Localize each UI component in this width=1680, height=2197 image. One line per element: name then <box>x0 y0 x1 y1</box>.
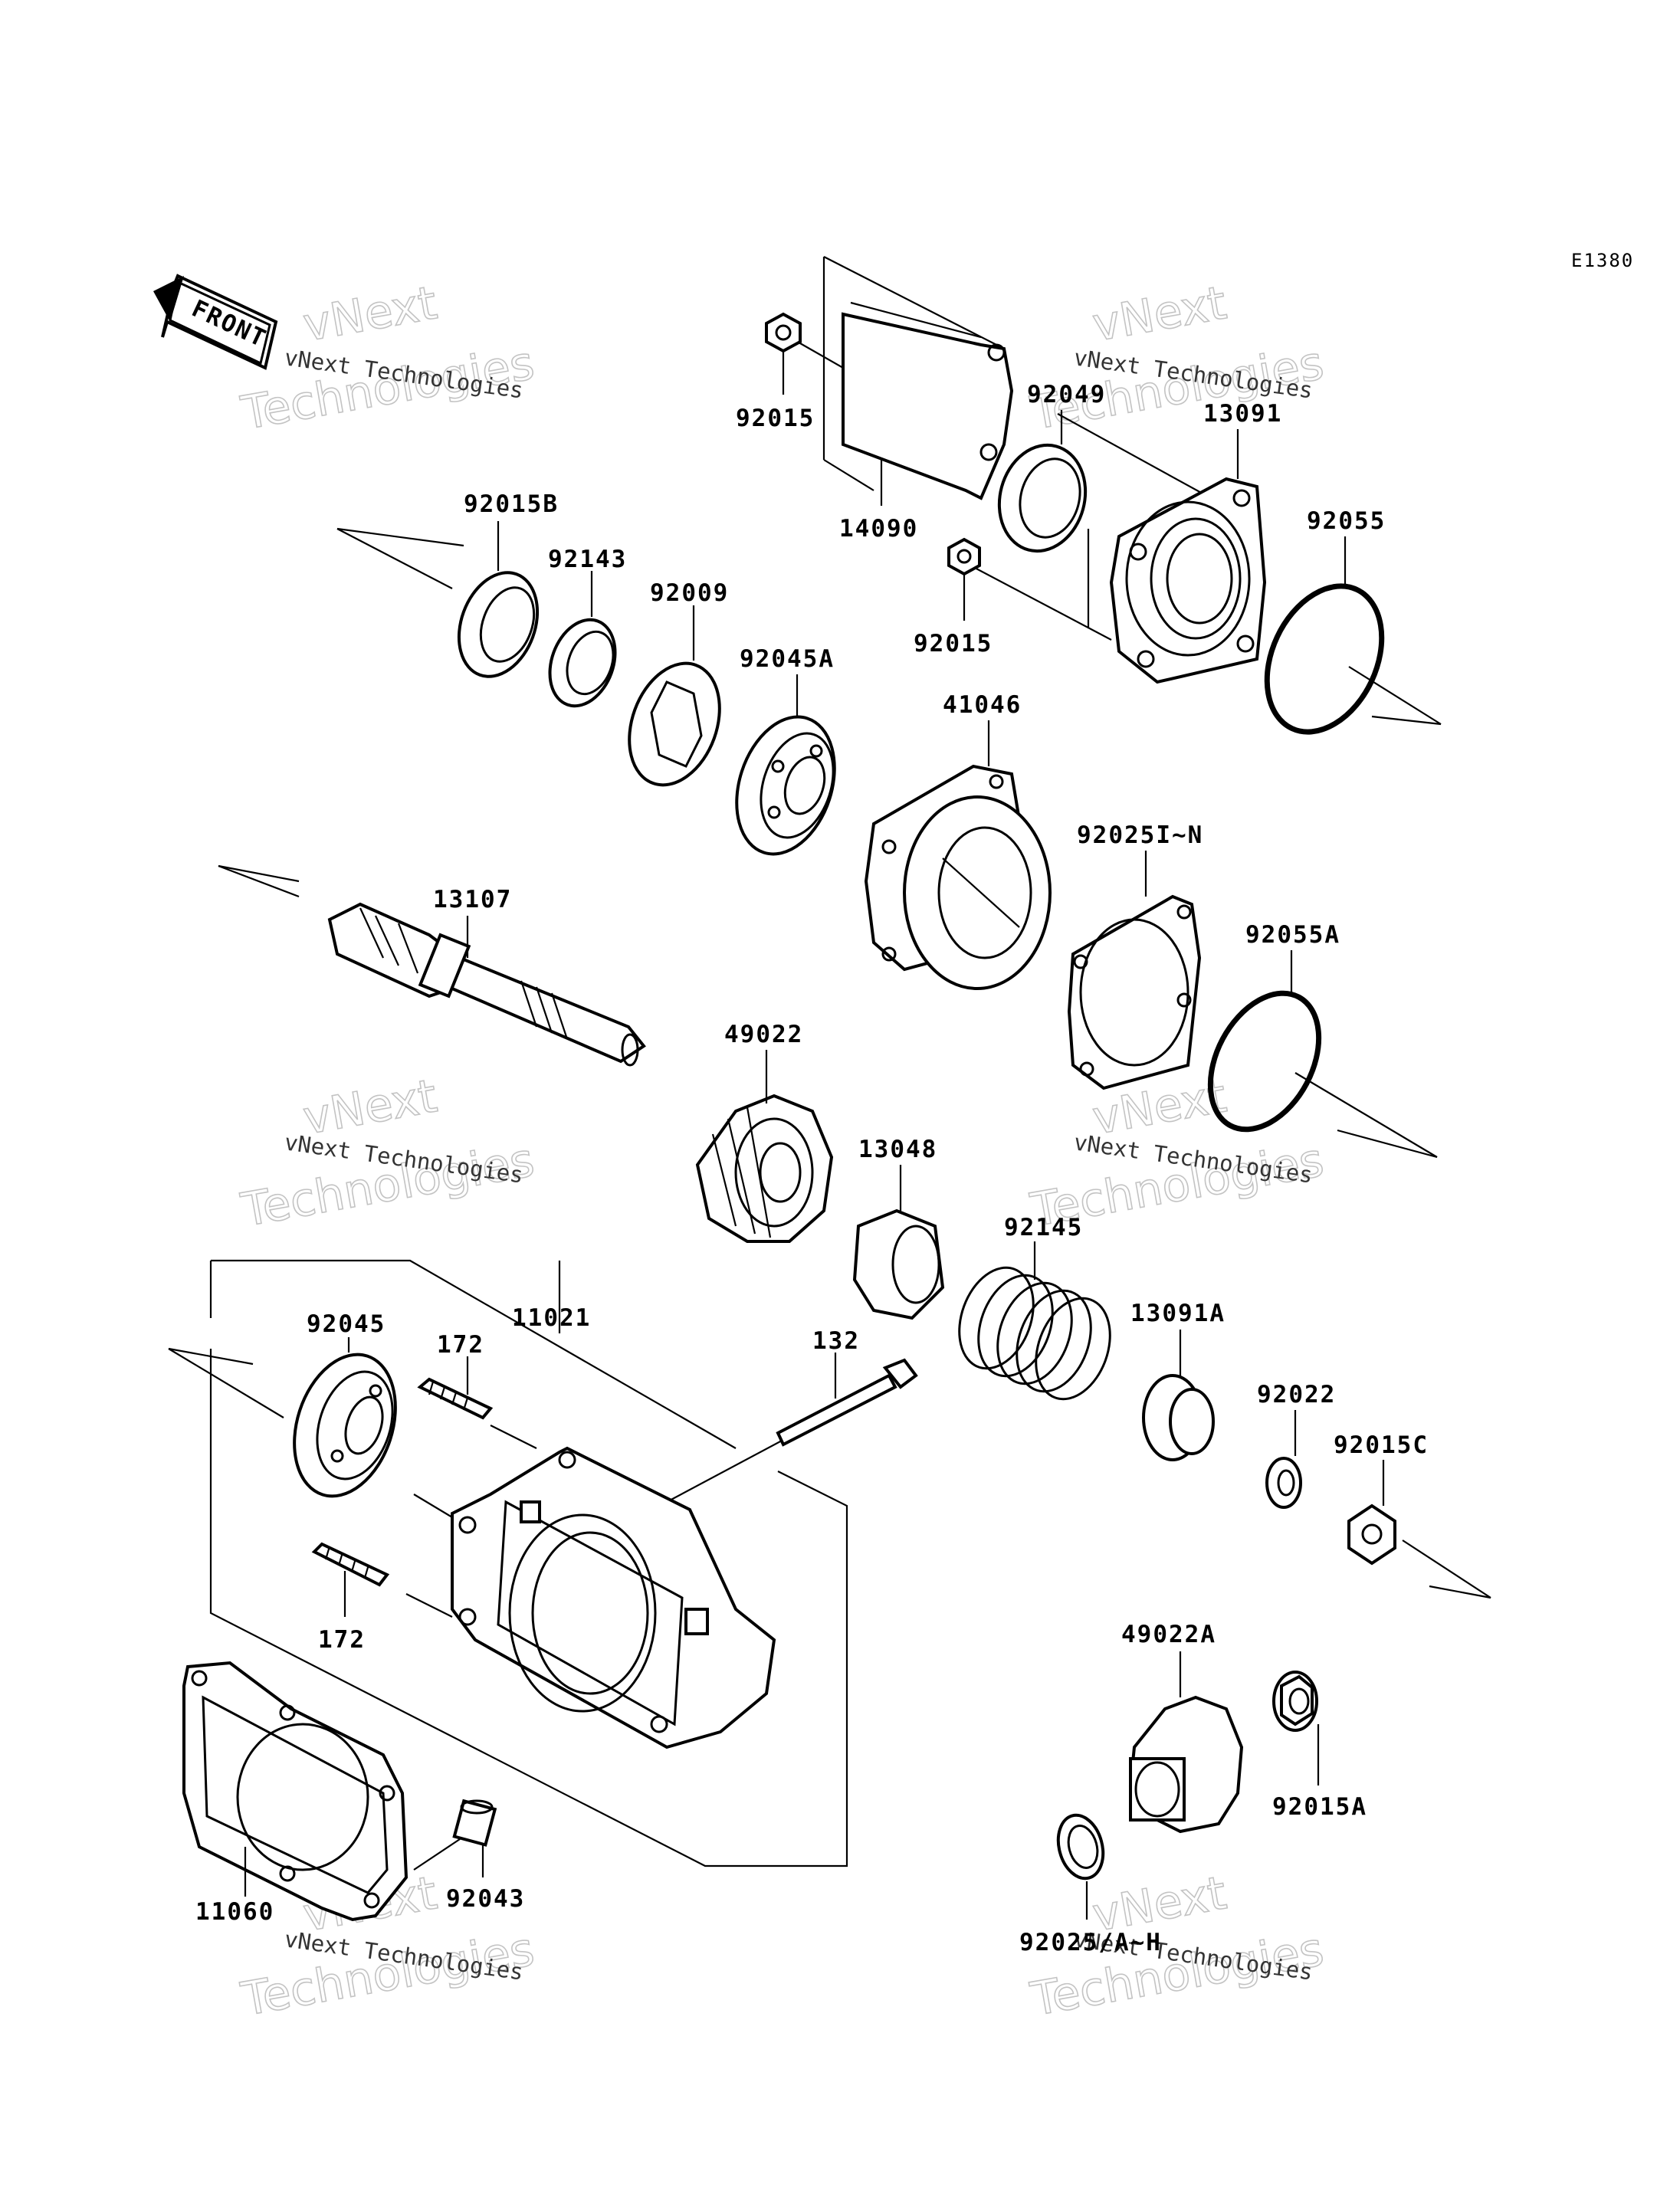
part-92045-bearing: 92045 <box>293 1310 397 1498</box>
part-92049-seal: 92049 <box>997 381 1106 553</box>
svg-text:92015: 92015 <box>914 630 993 657</box>
part-92009-shim: 92009 <box>628 579 729 787</box>
case-bracket-outline <box>209 1349 848 1867</box>
svg-text:92025/A~H: 92025/A~H <box>1019 1929 1162 1956</box>
svg-text:92022: 92022 <box>1257 1381 1336 1408</box>
svg-text:92015: 92015 <box>736 405 815 432</box>
svg-text:92049: 92049 <box>1027 381 1106 408</box>
watermark-mid-left: vNext Technologies vNext Technologies <box>237 1069 539 1238</box>
part-92015A-nut: 92015A <box>1272 1671 1367 1821</box>
part-92145-spring: 92145 <box>958 1214 1111 1401</box>
diagram-code: E1380 <box>1571 250 1634 271</box>
part-13048-coupling: 13048 <box>852 1136 945 1320</box>
svg-text:13091A: 13091A <box>1130 1300 1226 1327</box>
part-49022-bevel-gear: 49022 <box>695 1021 834 1243</box>
svg-text:92015C: 92015C <box>1334 1431 1429 1459</box>
part-14090-cover: 14090 <box>839 301 1014 543</box>
svg-text:49022A: 49022A <box>1121 1621 1216 1648</box>
svg-text:92009: 92009 <box>650 579 729 607</box>
svg-text:92043: 92043 <box>446 1885 525 1913</box>
svg-text:172: 172 <box>318 1626 366 1654</box>
front-arrow-icon: FRONT <box>153 274 278 370</box>
part-11021-label: 11021 <box>512 1304 591 1332</box>
part-13107-shaft: 13107 <box>218 864 646 1067</box>
svg-text:92145: 92145 <box>1004 1214 1083 1241</box>
part-13091A-collar: 13091A <box>1130 1300 1226 1461</box>
svg-text:92015B: 92015B <box>464 490 559 518</box>
part-92045A-bearing: 92045A <box>735 645 836 856</box>
svg-text:92045: 92045 <box>307 1310 386 1338</box>
part-92055-o-ring: 92055 <box>1264 507 1442 735</box>
part-92143-collar: 92143 <box>548 546 627 708</box>
part-13091-housing: 13091 <box>1109 400 1282 684</box>
svg-text:92045A: 92045A <box>740 645 835 673</box>
svg-text:vNext: vNext <box>1088 276 1230 352</box>
part-132-bolt: 132 <box>666 1327 918 1503</box>
part-92015-nut-mid: 92015 <box>914 537 993 657</box>
svg-text:92055: 92055 <box>1307 507 1386 535</box>
watermark-bottom-right: vNext Technologies vNext Technologies <box>1026 1866 1328 2028</box>
svg-text:13048: 13048 <box>858 1136 937 1163</box>
part-92015C-nut: 92015C <box>1334 1431 1491 1599</box>
case-bracket-top <box>211 1259 737 1449</box>
svg-text:49022: 49022 <box>724 1021 803 1048</box>
part-41046-carrier: 41046 <box>864 691 1052 990</box>
part-172-stud-top: 172 <box>417 1331 537 1449</box>
part-11021-gear-case <box>405 1446 776 1749</box>
part-92025A-H-shim: 92025/A~H <box>1019 1813 1162 1956</box>
watermark-mid-right: vNext Technologies vNext Technologies <box>1026 1069 1328 1238</box>
part-92043-dowel: 92043 <box>413 1799 525 1913</box>
svg-text:41046: 41046 <box>943 691 1022 719</box>
svg-text:132: 132 <box>812 1327 860 1355</box>
part-92015B-locknut: 92015B <box>457 490 559 678</box>
svg-text:14090: 14090 <box>839 515 918 543</box>
part-92015-nut-top: 92015 <box>736 312 815 432</box>
part-92025I-N-gasket: 92025I~N <box>1067 821 1203 1090</box>
part-11060-gasket: 11060 <box>182 1661 409 1926</box>
svg-text:11060: 11060 <box>195 1898 274 1926</box>
svg-text:13091: 13091 <box>1203 400 1282 428</box>
part-92022-washer: 92022 <box>1257 1381 1336 1509</box>
svg-text:92055A: 92055A <box>1245 921 1340 949</box>
svg-text:13107: 13107 <box>433 886 512 913</box>
part-49022A-gear: 49022A <box>1121 1621 1244 1834</box>
watermark-top-left: vNext Technologies vNext Technologies <box>237 276 539 441</box>
svg-text:92025I~N: 92025I~N <box>1077 821 1203 849</box>
part-92055A-o-ring: 92055A <box>1207 921 1438 1159</box>
part-172-stud-bot: 172 <box>311 1542 390 1654</box>
svg-text:92015A: 92015A <box>1272 1793 1367 1821</box>
svg-text:92143: 92143 <box>548 546 627 573</box>
svg-text:vNext: vNext <box>299 276 441 352</box>
svg-text:172: 172 <box>437 1331 484 1359</box>
